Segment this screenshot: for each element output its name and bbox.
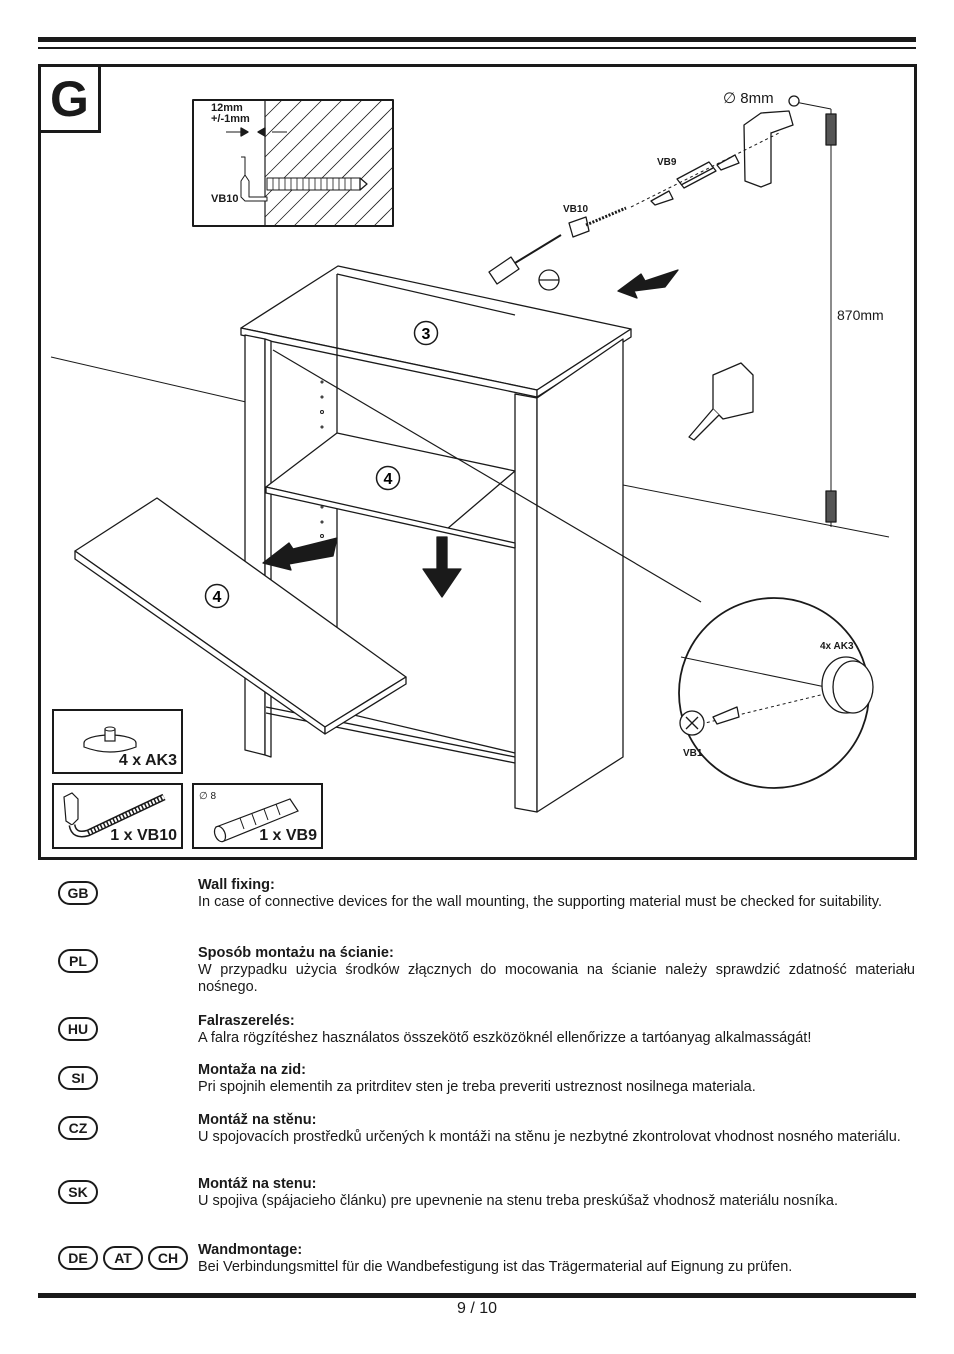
inset-tolerance-label: +/-1mm — [211, 113, 250, 125]
vb9-label: VB9 — [657, 157, 677, 168]
instruction-pl-title: Sposób montażu na ścianie: — [198, 945, 394, 961]
instruction-gb-text: In case of connective devices for the wa… — [198, 894, 882, 910]
instruction-si: Montaža na zid: Pri spojnih elementih za… — [198, 1062, 915, 1096]
instruction-cz: Montáž na stěnu: U spojovacích prostředk… — [198, 1112, 915, 1146]
lang-badge-si: SI — [58, 1066, 98, 1090]
shelf-number-4-mid: 4 — [375, 465, 401, 491]
part-vb9-box: ∅ 8 1 x VB9 — [192, 783, 323, 849]
top-rule-thin — [38, 47, 916, 49]
shelf-number-4-mid-text: 4 — [384, 471, 393, 488]
top-rule-thick — [38, 37, 916, 42]
part-vb9-label: 1 x VB9 — [259, 827, 317, 844]
lang-badge-de: DE — [58, 1246, 98, 1270]
instruction-de: Wandmontage: Bei Verbindungsmittel für d… — [198, 1242, 915, 1276]
instruction-de-text: Bei Verbindungsmittel für die Wandbefest… — [198, 1259, 793, 1275]
drill-diameter-label: ∅ 8mm — [723, 90, 774, 107]
shelf-number-3: 3 — [413, 320, 439, 346]
shelf-number-4-loose: 4 — [204, 583, 230, 609]
step-letter: G — [41, 67, 101, 133]
vb10-label: VB10 — [563, 204, 589, 215]
inset-part-label: VB10 — [211, 193, 239, 205]
part-vb10-label: 1 x VB10 — [110, 827, 177, 844]
lang-badge-at: AT — [103, 1246, 143, 1270]
vb1-label: VB1 — [683, 748, 703, 759]
instruction-sk: Montáž na stenu: U spojiva (spájacieho č… — [198, 1176, 915, 1210]
part-vb10-box: 1 x VB10 — [52, 783, 183, 849]
instruction-hu-title: Falraszerelés: — [198, 1013, 295, 1029]
lang-badge-gb: GB — [58, 881, 98, 905]
instruction-gb: Wall fixing: In case of connective devic… — [198, 877, 915, 911]
instruction-cz-title: Montáž na stěnu: — [198, 1112, 317, 1128]
instruction-cz-text: U spojovacích prostředků určených k mont… — [198, 1129, 901, 1145]
instruction-sk-text: U spojiva (spájacieho článku) pre upevne… — [198, 1193, 838, 1209]
instruction-si-text: Pri spojnih elementih za pritrditev sten… — [198, 1079, 756, 1095]
ak3-zoom-label: 4x AK3 — [820, 641, 854, 652]
instruction-si-title: Montaža na zid: — [198, 1062, 306, 1078]
bottom-rule — [38, 1293, 916, 1298]
instruction-pl-text: W przypadku użycia środków złącznych do … — [198, 962, 915, 995]
part-ak3-box: 4 x AK3 — [52, 709, 183, 774]
lang-badge-cz: CZ — [58, 1116, 98, 1140]
part-ak3-label: 4 x AK3 — [118, 752, 177, 769]
instruction-de-title: Wandmontage: — [198, 1242, 303, 1258]
lang-badge-sk: SK — [58, 1180, 98, 1204]
instruction-pl: Sposób montażu na ścianie: W przypadku u… — [198, 945, 915, 996]
shelf-number-4-loose-text: 4 — [213, 589, 222, 606]
page-number: 9 / 10 — [456, 1300, 498, 1317]
shelf-number-3-text: 3 — [422, 326, 431, 343]
inset-depth-label: 12mm — [211, 102, 243, 114]
assembly-illustration — [50, 95, 890, 813]
part-vb9-diameter: ∅ 8 — [199, 791, 217, 802]
lang-badge-pl: PL — [58, 949, 98, 973]
screw-hook-icon — [63, 792, 166, 838]
wall-plug-icon — [213, 798, 299, 843]
instruction-hu: Falraszerelés: A falra rögzítéshez haszn… — [198, 1013, 915, 1047]
instruction-hu-text: A falra rögzítéshez használatos összeköt… — [198, 1030, 812, 1046]
lang-badge-hu: HU — [58, 1017, 98, 1041]
wall-height-label: 870mm — [837, 307, 884, 323]
instruction-gb-title: Wall fixing: — [198, 877, 275, 893]
cap-icon — [83, 726, 137, 753]
lang-badge-ch: CH — [148, 1246, 188, 1270]
assembly-figure: G ∅ 8mm 870mm 12mm +/-1mm VB10 VB9 VB10 … — [38, 64, 917, 860]
instruction-sk-title: Montáž na stenu: — [198, 1176, 317, 1192]
